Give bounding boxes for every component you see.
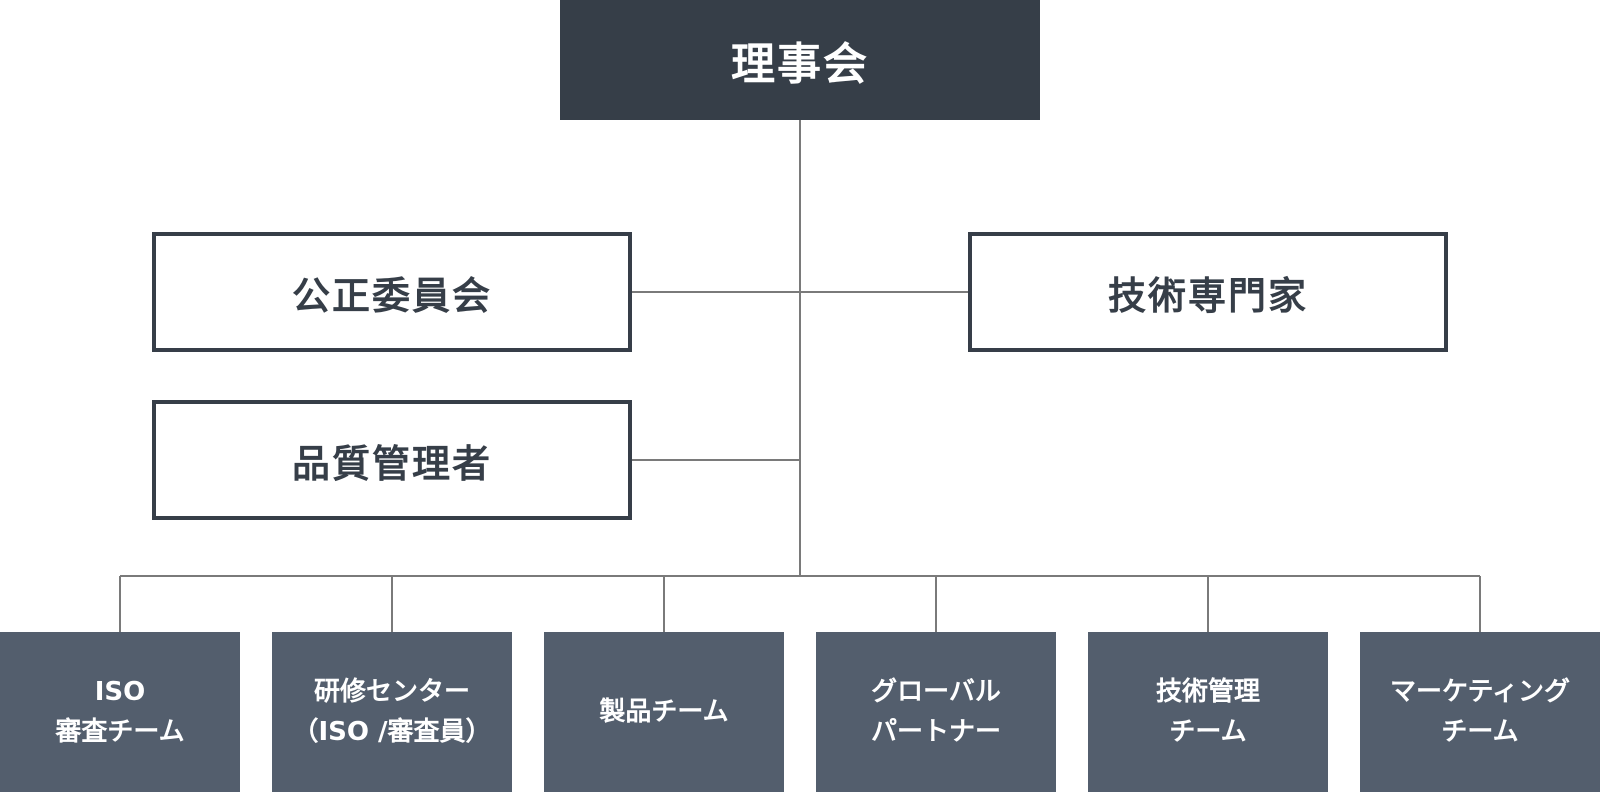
team-label-line1: 製品チーム: [599, 697, 729, 727]
team-node-technical-management: 技術管理 チーム: [1088, 632, 1328, 792]
team-label-line2: 審査チーム: [55, 717, 185, 747]
team-label-line1: 研修センター: [313, 677, 470, 707]
team-label-line2: チーム: [1441, 717, 1519, 747]
team-node-iso-audit: ISO 審査チーム: [0, 632, 240, 792]
technical-experts-label: 技術専門家: [1107, 273, 1308, 318]
impartiality-committee-label: 公正委員会: [291, 273, 492, 318]
team-label-line1: マーケティング: [1390, 677, 1570, 707]
team-node-product: 製品チーム: [544, 632, 784, 792]
board-of-directors-label: 理事会: [731, 39, 869, 90]
team-node-marketing: マーケティング チーム: [1360, 632, 1600, 792]
impartiality-committee-node: 公正委員会: [152, 232, 632, 352]
team-label-line1: ISO: [94, 677, 146, 707]
team-node-training-center: 研修センター （ISO /審査員）: [272, 632, 512, 792]
board-of-directors-node: 理事会: [560, 0, 1040, 120]
team-label-line2: チーム: [1169, 717, 1247, 747]
team-label-line1: グローバル: [871, 677, 1001, 707]
team-node-global-partners: グローバル パートナー: [816, 632, 1056, 792]
technical-experts-node: 技術専門家: [968, 232, 1448, 352]
quality-manager-node: 品質管理者: [152, 400, 632, 520]
team-label-line2: パートナー: [870, 717, 1001, 747]
team-label-line2: （ISO /審査員）: [292, 717, 492, 747]
quality-manager-label: 品質管理者: [291, 441, 492, 486]
team-label-line1: 技術管理: [1155, 677, 1260, 707]
